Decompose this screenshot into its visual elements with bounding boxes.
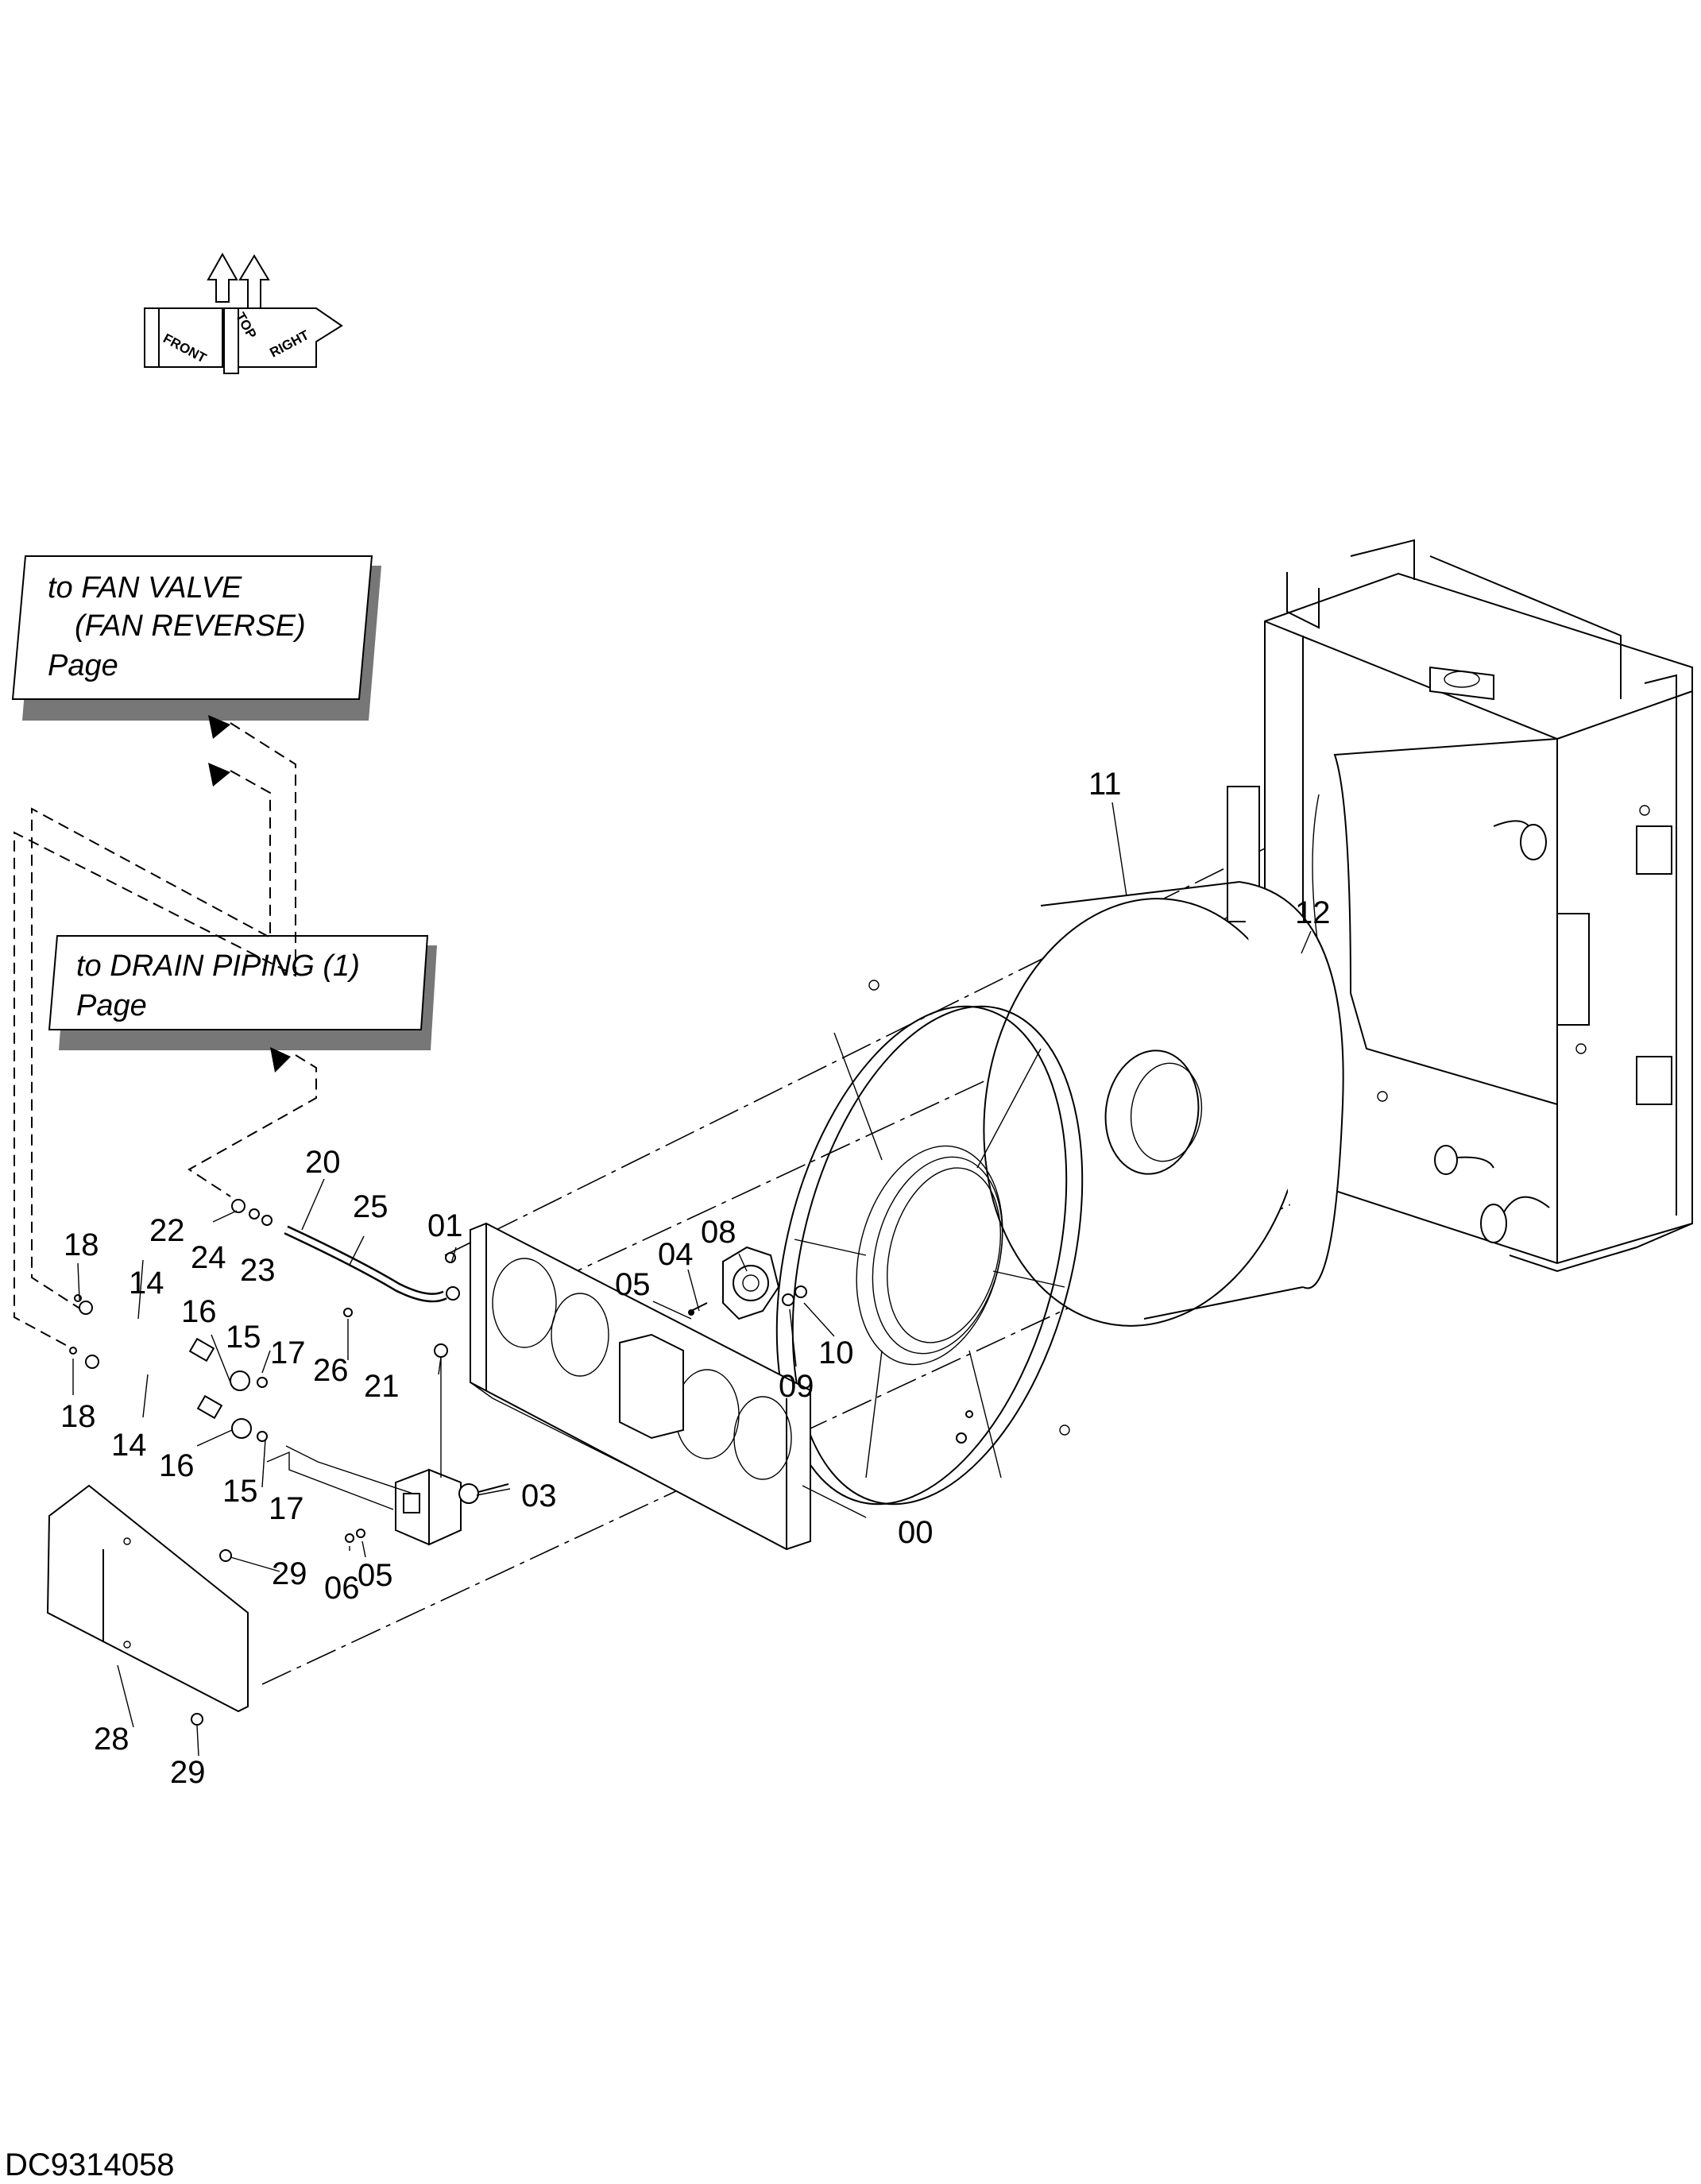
callout-01: 01 <box>427 1208 463 1243</box>
drawing-code: DC9314058 <box>5 2147 175 2182</box>
leader-lines <box>72 802 1312 1757</box>
part-00-fan-bracket <box>470 1222 811 1551</box>
hoses-14 <box>69 1294 268 1442</box>
fan-motor-hardware <box>445 1246 973 1444</box>
callout-04: 04 <box>658 1237 694 1272</box>
callout-05-upper: 05 <box>615 1267 651 1302</box>
drain-piping-line1: to DRAIN PIPING (1) <box>76 949 360 983</box>
callout-03: 03 <box>521 1479 557 1513</box>
callout-25: 25 <box>353 1189 389 1224</box>
callout-06: 06 <box>324 1571 360 1606</box>
callout-17-lower: 17 <box>269 1491 304 1526</box>
callout-26: 26 <box>313 1353 349 1388</box>
orientation-indicator: FRONT TOP RIGHT <box>144 252 343 374</box>
callout-14-lower: 14 <box>111 1428 147 1463</box>
fan-valve-line2: (FAN REVERSE) <box>75 609 306 643</box>
callout-24: 24 <box>191 1240 226 1275</box>
fan-shroud <box>775 980 1084 1506</box>
callout-18-lower: 18 <box>60 1399 96 1434</box>
callout-18-upper: 18 <box>64 1227 99 1262</box>
part-03-hydraulic-motor <box>266 1445 509 1546</box>
reference-box-fan-valve: to FAN VALVE (FAN REVERSE) Page <box>11 555 381 721</box>
hose-routing-dashed-lines <box>14 715 317 1350</box>
callout-00: 00 <box>898 1515 934 1550</box>
callout-15-upper: 15 <box>226 1320 261 1355</box>
callout-22: 22 <box>149 1213 185 1248</box>
callout-28: 28 <box>94 1722 130 1757</box>
callout-09: 09 <box>779 1369 814 1404</box>
callout-11: 11 <box>1088 767 1122 802</box>
part-28-cover <box>46 1484 365 1726</box>
callout-29-upper: 29 <box>272 1556 307 1591</box>
fan-valve-line1: to FAN VALVE <box>48 571 242 605</box>
callout-12: 12 <box>1295 895 1331 930</box>
callout-labels: 00 01 03 04 05 05 06 08 09 10 11 12 14 1… <box>60 767 1331 1790</box>
callout-08: 08 <box>701 1215 736 1250</box>
callout-15-lower: 15 <box>222 1474 258 1509</box>
fan-valve-line3: Page <box>48 649 118 682</box>
callout-16-lower: 16 <box>159 1448 195 1483</box>
hose-25-and-fittings <box>231 1199 460 1478</box>
callout-23: 23 <box>240 1253 276 1288</box>
callout-05-lower: 05 <box>358 1558 393 1593</box>
drain-piping-line2: Page <box>76 989 147 1022</box>
callout-10: 10 <box>818 1336 854 1370</box>
callout-20: 20 <box>305 1145 341 1180</box>
callout-17-upper: 17 <box>270 1336 306 1370</box>
callout-29-lower: 29 <box>170 1755 206 1790</box>
callout-16-upper: 16 <box>181 1294 217 1329</box>
callout-14-upper: 14 <box>129 1266 164 1301</box>
radiator-frame <box>1227 539 1693 1273</box>
reference-box-drain-piping: to DRAIN PIPING (1) Page <box>48 935 437 1050</box>
callout-21: 21 <box>364 1369 400 1404</box>
